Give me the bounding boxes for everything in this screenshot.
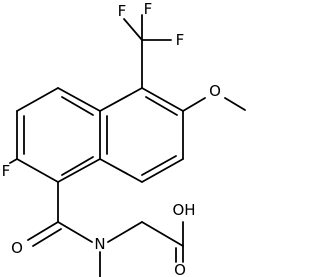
bond-c-o-2 [32, 228, 62, 247]
bond-c-f-left [123, 18, 143, 41]
atom-n-amide: N [94, 235, 105, 253]
bond-ring-l4 [16, 158, 59, 183]
atom-f3: F [176, 31, 185, 49]
molecule-diagram: F F F O F O N OH O [2, 0, 246, 277]
atom-o-carbonyl: O [11, 239, 23, 257]
atom-o-methoxy: O [209, 82, 221, 100]
bond-ring-r1-double [145, 96, 178, 116]
bond-ring-o-methoxy [182, 97, 206, 112]
atom-f-ring: F [2, 162, 11, 180]
bond-ring-l1-double [61, 96, 94, 116]
bond-ring-f [9, 158, 18, 164]
bond-ch2-c [141, 221, 184, 247]
bond-ring-r3-double [141, 155, 177, 176]
bond-ring-l5 [57, 158, 101, 183]
bond-c-o-1 [27, 221, 59, 241]
bond-ring-l5-double [61, 156, 94, 176]
bond-ring-r3 [141, 158, 184, 183]
bond-c-n [57, 221, 93, 243]
bond-ring-l2 [16, 87, 59, 112]
bonds [9, 14, 246, 277]
atom-oh: OH [172, 201, 195, 219]
bond-n-ch2 [107, 221, 143, 243]
atom-labels: F F F O F O N OH O [2, 0, 221, 277]
atom-f2: F [144, 0, 153, 18]
atom-o-acid: O [174, 261, 186, 277]
bond-ring-l1 [57, 87, 101, 112]
bond-ring-r1 [141, 87, 184, 112]
bond-ring-r6 [99, 87, 143, 112]
atom-f1: F [118, 2, 127, 20]
bond-o-methyl [224, 97, 246, 111]
bond-ring-r4 [99, 158, 143, 183]
